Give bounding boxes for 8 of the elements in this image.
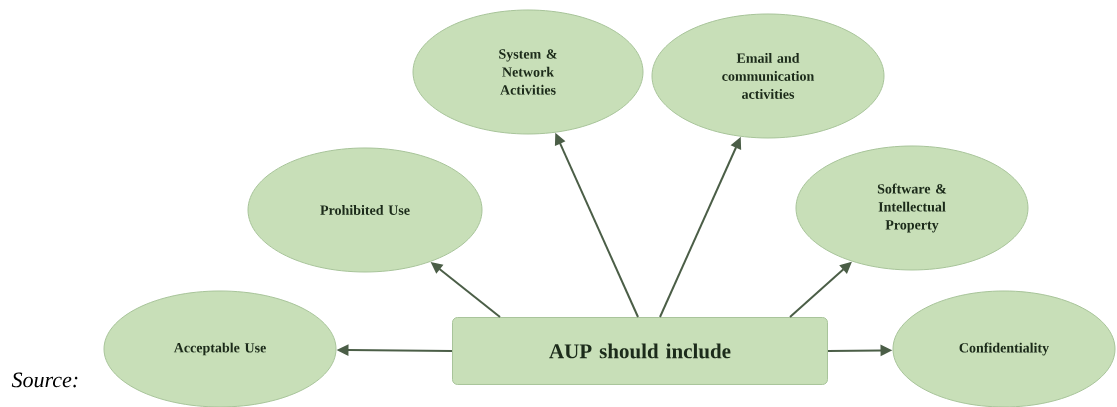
ellipse-node: Acceptable Use [103,290,337,407]
ellipse-node: System & Network Activities [412,9,644,135]
process-box: AUP should include [452,317,828,385]
ellipse-node: Confidentiality [892,290,1116,407]
ellipse-node: Software & Intellectual Property [795,145,1029,271]
ellipse-node: Email and communication activities [651,13,885,139]
ellipse-node: Prohibited Use [247,147,483,273]
source-label: Source: [11,372,78,388]
